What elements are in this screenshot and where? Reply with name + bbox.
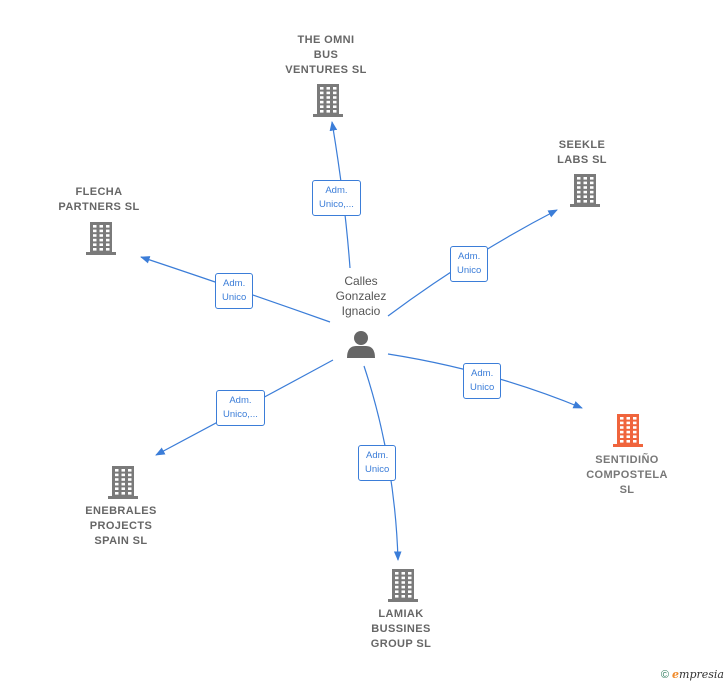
company-label-line: GROUP SL — [370, 638, 432, 650]
building-icon — [313, 84, 343, 117]
person-icon — [347, 331, 375, 358]
company-label-line: VENTURES SL — [285, 64, 367, 76]
role-badge-enebrales[interactable]: Adm. Unico,... — [216, 390, 265, 426]
company-label-omni[interactable]: THE OMNI BUS VENTURES SL — [285, 33, 366, 78]
company-label-line: PROJECTS — [89, 520, 153, 532]
company-label-line: FLECHA — [75, 186, 123, 198]
brand-logo: empresia — [672, 668, 724, 681]
role-line: Unico — [470, 382, 495, 393]
copyright-icon: © — [660, 669, 669, 681]
person-name-line: Gonzalez — [335, 289, 387, 303]
role-line: Unico,... — [319, 199, 354, 210]
building-icon — [613, 414, 643, 447]
company-label-line: BUSSINES — [371, 623, 431, 635]
role-line: Unico,... — [223, 409, 258, 420]
company-label-sentidino[interactable]: SENTIDIÑO COMPOSTELA SL — [586, 453, 668, 498]
company-label-line: LABS SL — [557, 154, 607, 166]
role-badge-sentidino[interactable]: Adm. Unico — [463, 363, 502, 399]
company-label-line: PARTNERS SL — [58, 201, 140, 213]
role-line: Unico — [365, 464, 390, 475]
person-name-line: Calles — [344, 274, 378, 288]
company-label-line: ENEBRALES — [85, 505, 157, 517]
company-label-line: SPAIN SL — [94, 535, 148, 547]
building-icon — [108, 466, 138, 499]
role-line: Adm. — [325, 185, 348, 196]
company-label-line: THE OMNI — [297, 34, 355, 46]
role-line: Adm. — [471, 368, 494, 379]
company-label-enebrales[interactable]: ENEBRALES PROJECTS SPAIN SL — [85, 504, 156, 549]
role-line: Adm. — [366, 450, 389, 461]
company-label-seekle[interactable]: SEEKLE LABS SL — [557, 138, 607, 168]
role-line: Unico — [457, 265, 482, 276]
role-line: Adm. — [229, 395, 252, 406]
role-line: Adm. — [458, 251, 481, 262]
company-label-line: SENTIDIÑO — [595, 454, 659, 466]
company-label-line: BUS — [313, 49, 339, 61]
role-badge-seekle[interactable]: Adm. Unico — [450, 246, 489, 282]
role-badge-lamiak[interactable]: Adm. Unico — [358, 445, 397, 481]
building-icon — [388, 569, 418, 602]
role-line: Unico — [222, 292, 247, 303]
role-badge-flecha[interactable]: Adm. Unico — [215, 273, 254, 309]
company-label-line: LAMIAK — [378, 608, 424, 620]
company-label-lamiak[interactable]: LAMIAK BUSSINES GROUP SL — [371, 607, 431, 652]
person-name-line: Ignacio — [341, 304, 381, 318]
footer-brand: © empresia — [661, 668, 724, 681]
company-label-line: COMPOSTELA — [586, 469, 668, 481]
company-label-line: SEEKLE — [558, 139, 606, 151]
building-icon — [570, 174, 600, 207]
company-label-flecha[interactable]: FLECHA PARTNERS SL — [58, 185, 139, 215]
building-icon — [86, 222, 116, 255]
role-line: Adm. — [223, 278, 246, 289]
role-badge-omni[interactable]: Adm. Unico,... — [312, 180, 361, 216]
company-label-line: SL — [619, 484, 635, 496]
